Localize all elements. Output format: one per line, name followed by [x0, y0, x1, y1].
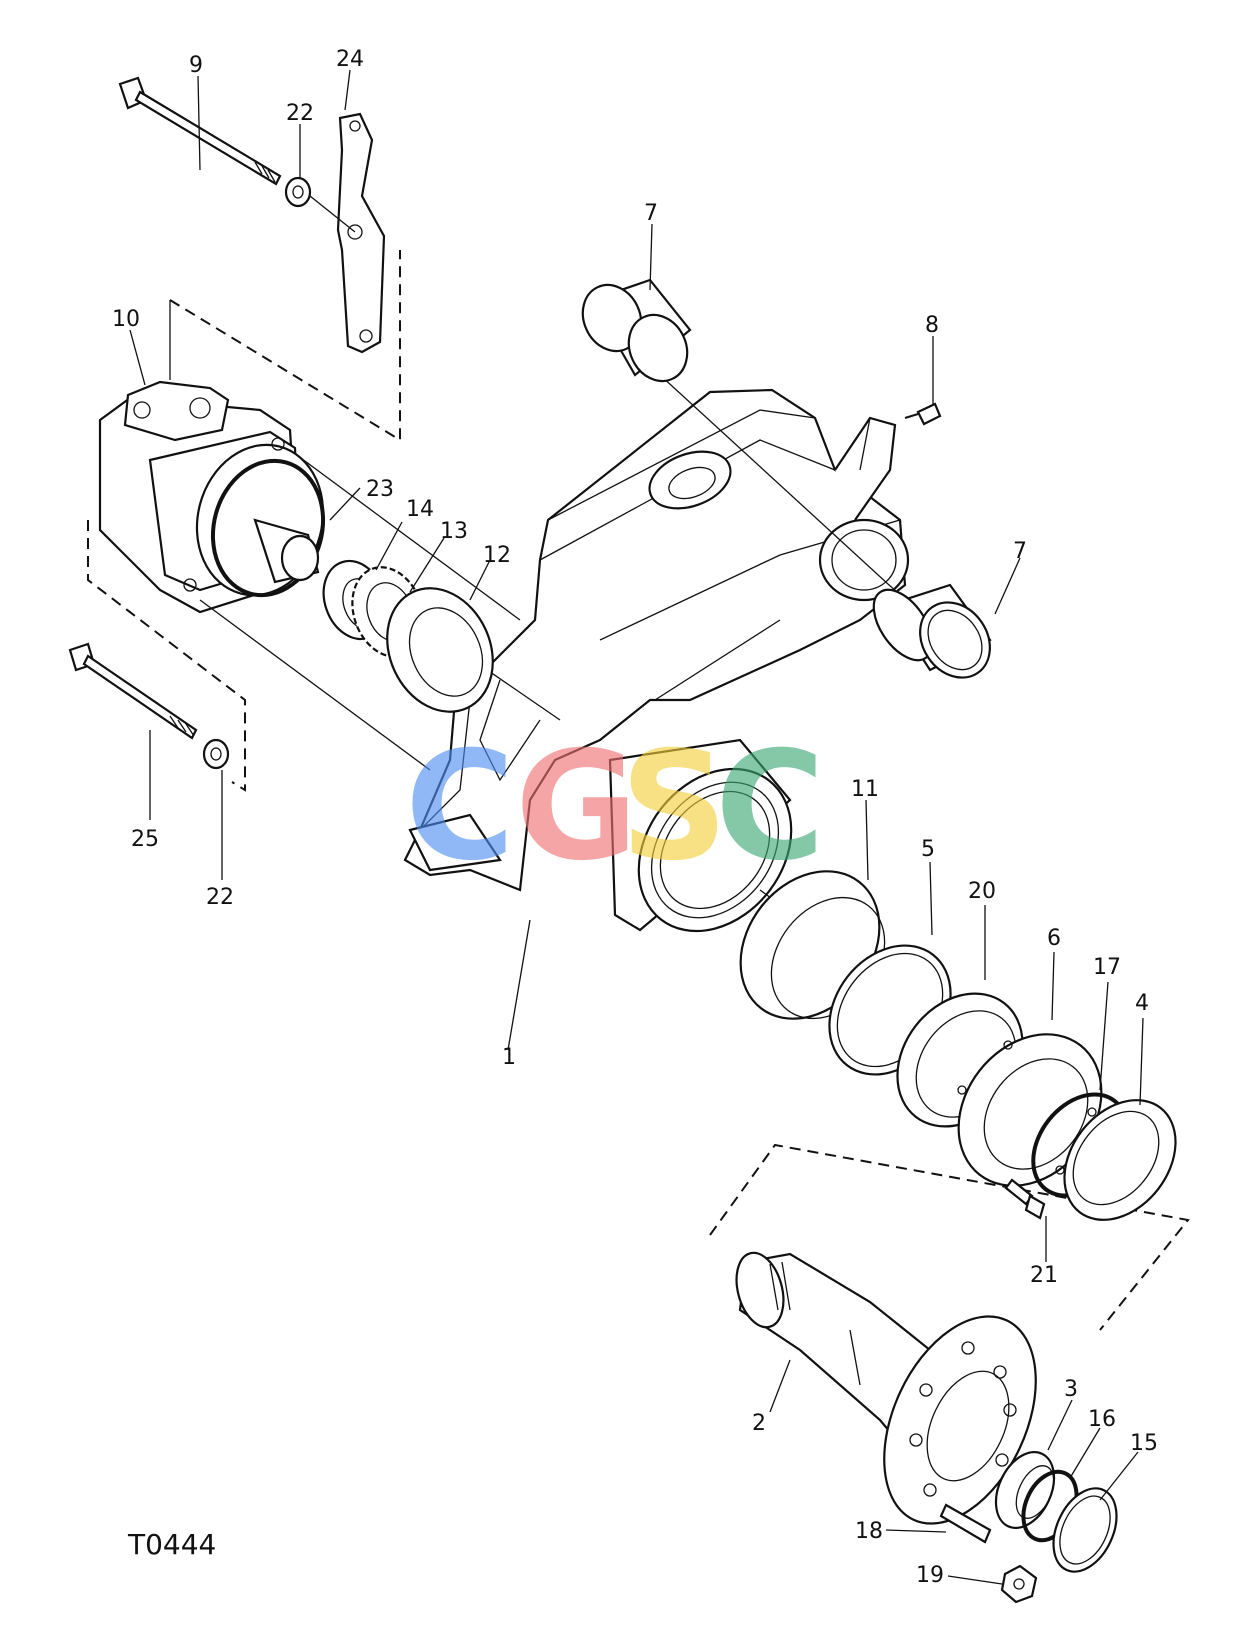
callout-label: 11: [851, 777, 879, 802]
hydraulic-motor: [98, 380, 326, 614]
watermark-letter: C: [715, 720, 825, 894]
grease-fitting: [904, 402, 942, 426]
callout-label: 7: [644, 201, 658, 226]
callout-label: 22: [206, 885, 234, 910]
callout-label: 5: [921, 837, 935, 862]
spacer: [994, 1451, 1056, 1529]
callout-label: 20: [968, 879, 996, 904]
watermark: C G S C: [405, 720, 825, 894]
bolt-lower: [68, 642, 198, 740]
watermark-letter: G: [515, 720, 638, 894]
callout-label: 7: [1013, 539, 1027, 564]
callout-label: 9: [189, 53, 203, 78]
bolt-upper: [118, 76, 282, 186]
callout-label: 14: [406, 497, 434, 522]
bushing-upper: [581, 278, 692, 383]
callout-label: 24: [336, 47, 364, 72]
callout-label: 17: [1093, 955, 1121, 980]
callout-label: 8: [925, 313, 939, 338]
callout-label: 6: [1047, 926, 1061, 951]
wheel-stud: [939, 1503, 992, 1544]
callout-label: 10: [112, 307, 140, 332]
callout-label: 13: [440, 519, 468, 544]
drawing-code: T0444: [128, 1528, 217, 1561]
callout-label: 12: [483, 543, 511, 568]
callout-label: 1: [502, 1045, 516, 1070]
steering-lever: [336, 112, 386, 354]
callout-label: 3: [1064, 1377, 1078, 1402]
callout-label: 15: [1130, 1431, 1158, 1456]
callout-labels: 9 24 22 7 8 10 23 14 13 12 7 11 5 20 6 1…: [112, 47, 1158, 1588]
callout-label: 18: [855, 1519, 883, 1544]
cap-screw: [1004, 1178, 1046, 1220]
washer-upper: [284, 176, 312, 208]
washer-lower: [202, 738, 230, 770]
callout-label: 21: [1030, 1263, 1058, 1288]
bushing-lower: [872, 583, 992, 679]
callout-label: 4: [1135, 991, 1149, 1016]
callout-label: 2: [752, 1411, 766, 1436]
retainer: [1063, 1099, 1177, 1221]
wheel-nut: [1000, 1564, 1038, 1604]
callout-label: 16: [1088, 1407, 1116, 1432]
callout-label: 23: [366, 477, 394, 502]
leader-lines: [129, 69, 1144, 1585]
callout-label: 22: [286, 101, 314, 126]
retaining-ring: [1052, 1487, 1118, 1573]
spindle: [735, 1251, 1037, 1525]
watermark-letter: S: [620, 720, 728, 894]
callout-label: 25: [131, 827, 159, 852]
callout-label: 19: [916, 1563, 944, 1588]
watermark-letter: C: [405, 720, 515, 894]
bearing-inner: [386, 587, 494, 713]
axle-tube: [608, 738, 793, 933]
axle-housing: [403, 388, 910, 892]
